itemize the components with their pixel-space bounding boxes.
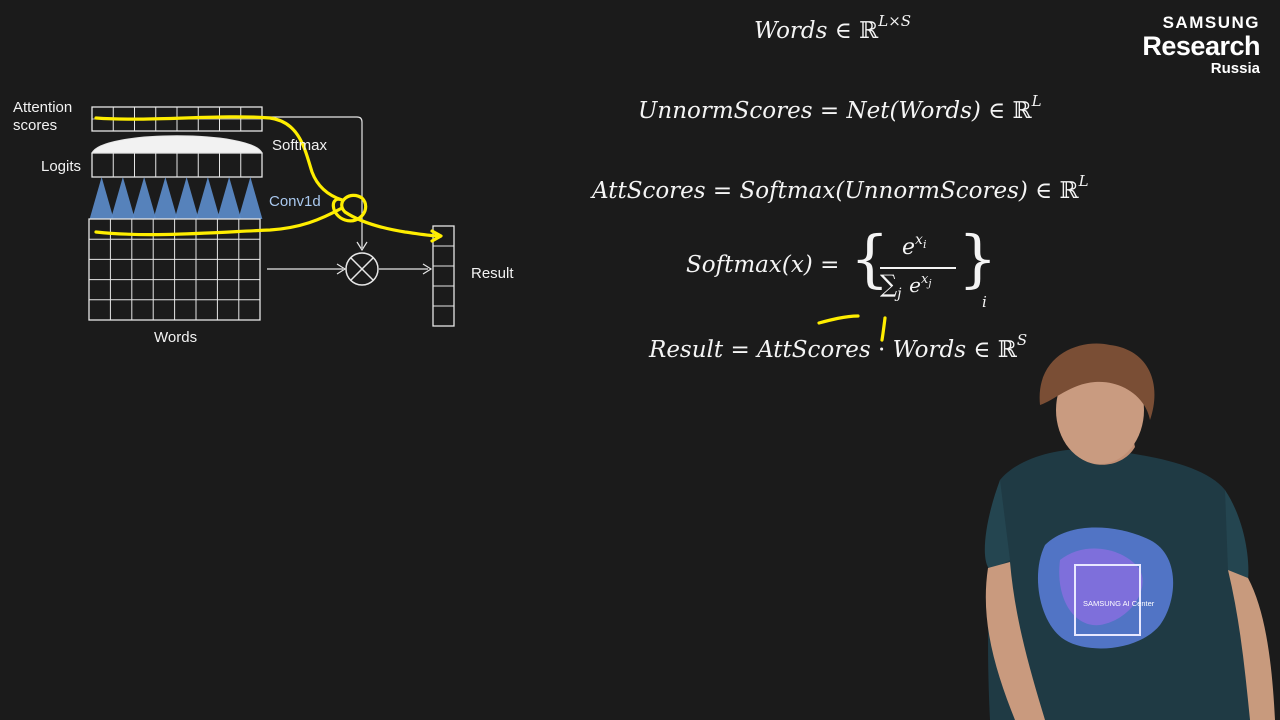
- tshirt-text: SAMSUNG AI Center: [1083, 599, 1155, 608]
- right-brace: }: [958, 222, 998, 295]
- eq4-num-sup: x: [915, 232, 923, 248]
- eq4-num-sub: i: [922, 237, 927, 251]
- eq4-lhs: Softmax(x): [686, 252, 813, 278]
- eq4-den-e: e: [909, 273, 921, 297]
- annotation-stroke-top: [94, 115, 344, 202]
- eq5-dot: ·: [877, 337, 886, 363]
- conv1d-kernel: [238, 177, 263, 219]
- equation-result: Result = AttScores · Words ∈ ℝS: [649, 333, 1027, 364]
- words-label: Words: [154, 329, 198, 346]
- multiply-cross: [350, 257, 374, 281]
- conv1d-label: Conv1d: [269, 193, 321, 210]
- eq2-set: ℝ: [1012, 98, 1032, 124]
- eq5-lhs: Result: [649, 337, 724, 363]
- arrow-head-right: [422, 263, 433, 275]
- eq5-eq: =: [730, 337, 750, 363]
- logo-line-2: Research: [1142, 31, 1260, 61]
- eq3-lhs: AttScores: [592, 178, 706, 204]
- conv1d-kernel: [110, 177, 135, 219]
- eq4-numerator: e: [902, 235, 916, 260]
- eq4-eq: =: [820, 252, 840, 278]
- eq5-rel: ∈: [973, 337, 991, 363]
- eq4-den-sup-sub: j: [928, 278, 932, 290]
- eq1-rel: ∈: [834, 18, 852, 44]
- yellow-annotations: [94, 115, 887, 342]
- conv1d-kernel: [195, 177, 220, 219]
- eq4-den-sub: j: [897, 285, 902, 302]
- eq5-set: ℝ: [997, 337, 1017, 363]
- tshirt-graphic: SAMSUNG AI Center: [1037, 527, 1174, 649]
- conv1d-kernel: [132, 177, 157, 219]
- equation-att-scores: AttScores = Softmax(UnnormScores) ∈ ℝL: [592, 174, 1089, 205]
- conv1d-kernel: [217, 177, 242, 219]
- result-label: Result: [471, 265, 514, 282]
- attention-label-line1: Attention: [13, 99, 73, 116]
- logo-line-3: Russia: [1210, 60, 1260, 77]
- logits-label: Logits: [41, 158, 82, 175]
- arrow-head-down: [356, 241, 368, 252]
- eq3-set: ℝ: [1059, 178, 1079, 204]
- attention-diagram: [88, 106, 455, 327]
- eq1-set: ℝ: [859, 18, 879, 44]
- softmax-dome: [91, 135, 263, 154]
- lecturer-figure: SAMSUNG AI Center: [984, 343, 1275, 720]
- annotation-underline: [817, 314, 860, 325]
- eq4-den-sup: x: [920, 272, 929, 287]
- eq4-outer-sub: i: [982, 293, 987, 311]
- eq5-rhs1: AttScores: [757, 337, 871, 363]
- eq2-lhs: UnnormScores: [638, 98, 813, 124]
- annotation-loop: [331, 193, 442, 238]
- equation-unnorm-scores: UnnormScores = Net(Words) ∈ ℝL: [638, 94, 1042, 125]
- samsung-research-logo: SAMSUNG Research Russia: [1142, 14, 1260, 76]
- eq2-rel: ∈: [988, 98, 1006, 124]
- arrow-head-right: [336, 263, 347, 275]
- eq3-rhs: Softmax(UnnormScores): [739, 178, 1028, 204]
- eq2-rhs: Net(Words): [846, 98, 981, 124]
- eq1-sup: L×S: [878, 12, 912, 30]
- annotation-stroke-bottom: [94, 206, 344, 237]
- eq3-rel: ∈: [1035, 178, 1053, 204]
- eq5-rhs2: Words: [892, 337, 967, 363]
- attention-connector: [262, 116, 363, 248]
- eq2-sup: L: [1031, 92, 1042, 110]
- equation-words: Words ∈ ℝL×S: [754, 14, 911, 45]
- left-brace: {: [850, 222, 890, 295]
- eq3-eq: =: [712, 178, 733, 204]
- annotation-arrowhead: [430, 229, 443, 243]
- logo-line-1: SAMSUNG: [1162, 13, 1260, 32]
- eq2-eq: =: [819, 98, 840, 124]
- softmax-label: Softmax: [272, 137, 328, 154]
- eq1-lhs: Words: [754, 18, 828, 44]
- eq4-sum: ∑: [880, 270, 898, 298]
- attention-label-line2: scores: [13, 117, 58, 134]
- conv1d-kernel: [153, 177, 178, 219]
- fraction-bar: [880, 267, 956, 269]
- conv1d-kernel: [174, 177, 199, 219]
- result-column: [432, 225, 455, 327]
- eq3-sup: L: [1078, 172, 1089, 190]
- eq5-sup: S: [1016, 331, 1028, 349]
- conv1d-kernel: [89, 177, 114, 219]
- annotation-tick: [880, 316, 887, 342]
